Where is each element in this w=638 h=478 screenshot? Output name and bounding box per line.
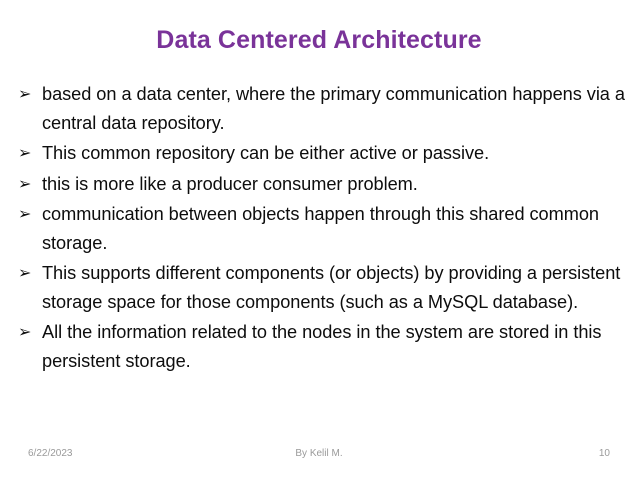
list-item-text: based on a data center, where the primar… [42, 84, 625, 133]
footer-author: By Kelil M. [295, 448, 343, 459]
list-item-text: This supports different components (or o… [42, 263, 621, 312]
page-title: Data Centered Architecture [156, 26, 482, 54]
arrowhead-bullet-icon: ➢ [18, 204, 32, 223]
arrowhead-bullet-icon: ➢ [18, 173, 32, 193]
list-item: ➢ this is more like a producer consumer … [16, 170, 628, 199]
arrowhead-bullet-icon: ➢ [18, 322, 32, 341]
list-item: ➢ based on a data center, where the prim… [16, 80, 628, 137]
list-item-text: This common repository can be either act… [42, 143, 490, 163]
list-item-text: communication between objects happen thr… [42, 204, 599, 253]
arrowhead-bullet-icon: ➢ [18, 84, 32, 103]
list-item: ➢ This common repository can be either a… [16, 139, 628, 168]
list-item-text: All the information related to the nodes… [42, 322, 602, 371]
footer-page-number: 10 [598, 448, 610, 459]
list-item: ➢ communication between objects happen t… [16, 200, 628, 257]
list-item: ➢ This supports different components (or… [16, 259, 628, 316]
list-item: ➢ All the information related to the nod… [16, 318, 628, 375]
footer-date: 6/22/2023 [28, 448, 73, 459]
list-item-text: this is more like a producer consumer pr… [42, 173, 418, 194]
arrowhead-bullet-icon: ➢ [18, 143, 32, 162]
arrowhead-bullet-icon: ➢ [18, 263, 32, 282]
slide-footer: 6/22/2023 By Kelil M. 10 [0, 434, 638, 478]
bullet-list: ➢ based on a data center, where the prim… [16, 80, 628, 377]
